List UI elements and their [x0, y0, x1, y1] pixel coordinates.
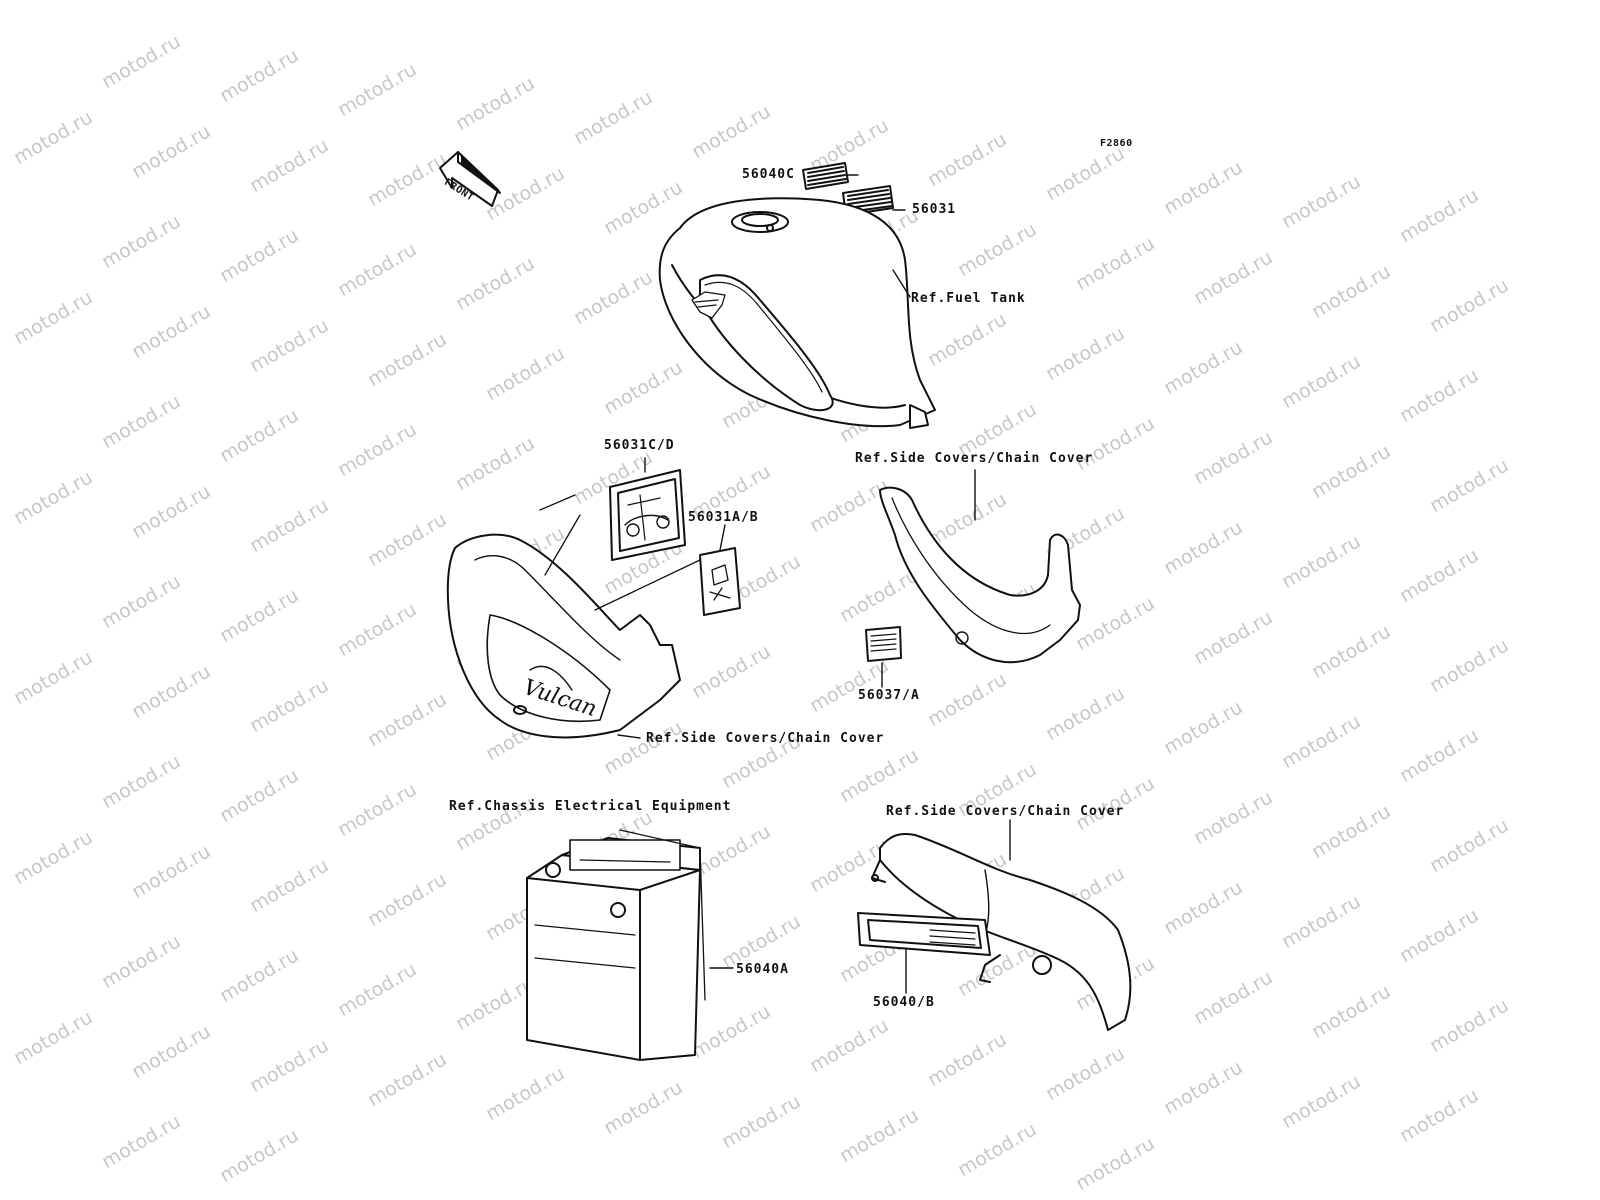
- left-side-cover: [446, 494, 701, 739]
- callout-ref-side-covers-lower-left: Ref.Side Covers/Chain Cover: [646, 731, 885, 746]
- callout-ref-chassis-electrical: Ref.Chassis Electrical Equipment: [449, 799, 732, 814]
- decal-56031ab: [699, 547, 741, 616]
- callout-56031: 56031: [912, 202, 957, 217]
- callout-56037a: 56037/A: [858, 688, 920, 703]
- decal-56040b: [857, 912, 991, 956]
- right-side-cover: [879, 486, 1081, 664]
- callout-56031ab: 56031A/B: [688, 510, 759, 525]
- front-arrow-icon: [439, 151, 501, 207]
- tank-emblem-icon: [691, 291, 726, 319]
- battery: [526, 829, 706, 1061]
- callout-ref-side-covers-upper: Ref.Side Covers/Chain Cover: [855, 451, 1094, 466]
- decal-56040c: [802, 162, 849, 190]
- callout-56040a: 56040A: [736, 962, 789, 977]
- decal-56037a: [865, 626, 902, 662]
- callout-56040b: 56040/B: [873, 995, 935, 1010]
- decal-56031cd: [609, 469, 686, 561]
- callout-ref-fuel-tank: Ref.Fuel Tank: [911, 291, 1026, 306]
- callout-56031cd: 56031C/D: [604, 438, 675, 453]
- callout-56040c: 56040C: [742, 167, 795, 182]
- callout-ref-side-covers-lower-right: Ref.Side Covers/Chain Cover: [886, 804, 1125, 819]
- fuel-tank: [658, 197, 936, 429]
- figure-code: F2860: [1100, 138, 1133, 149]
